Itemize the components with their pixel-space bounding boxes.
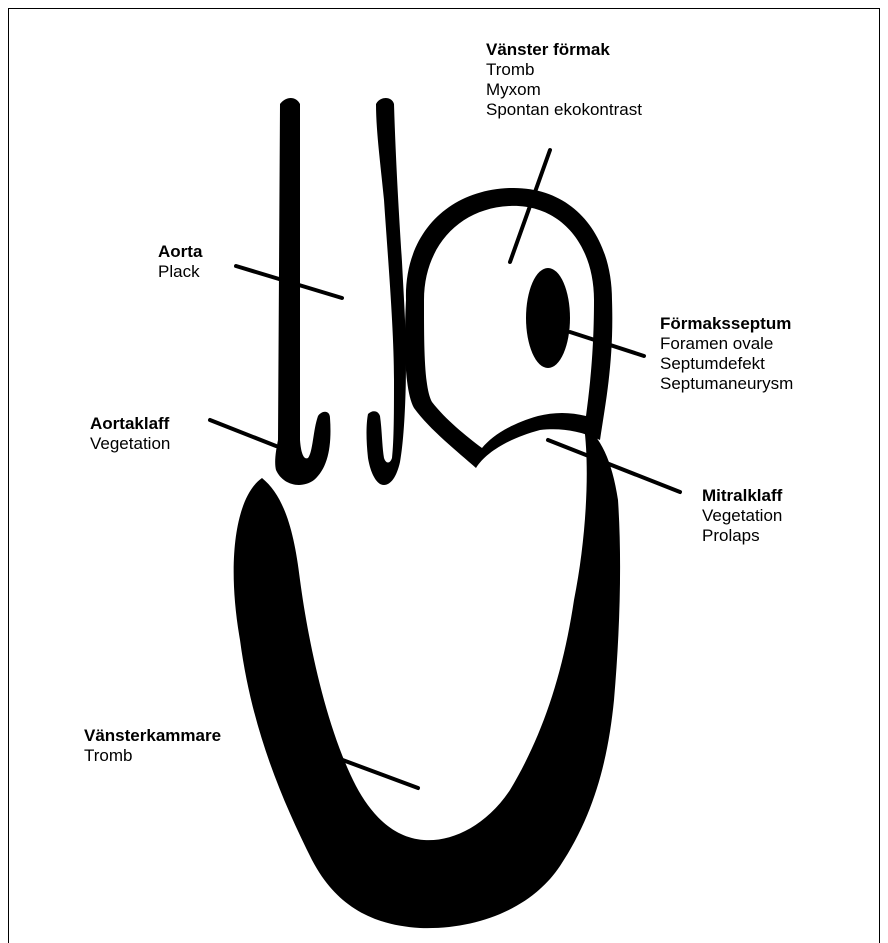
label-mitral-valve-item: Prolaps [702, 526, 782, 546]
left-ventricle-wall [234, 426, 620, 928]
label-left-atrium-item: Myxom [486, 80, 642, 100]
label-aortic-valve-title: Aortaklaff [90, 414, 170, 434]
label-aorta-title: Aorta [158, 242, 202, 262]
pointer-aortic-valve [210, 420, 276, 446]
label-atrial-septum-item: Septumdefekt [660, 354, 793, 374]
label-atrial-septum-item: Septumaneurysm [660, 374, 793, 394]
label-aortic-valve-item: Vegetation [90, 434, 170, 454]
atrial-septum-oval [526, 268, 570, 368]
label-mitral-valve-title: Mitralklaff [702, 486, 782, 506]
label-mitral-valve: Mitralklaff Vegetation Prolaps [702, 486, 782, 546]
label-left-ventricle: Vänsterkammare Tromb [84, 726, 221, 766]
label-atrial-septum: Förmaksseptum Foramen ovale Septumdefekt… [660, 314, 793, 394]
label-left-atrium-item: Spontan ekokontrast [486, 100, 642, 120]
label-left-atrium-title: Vänster förmak [486, 40, 642, 60]
label-left-atrium: Vänster förmak Tromb Myxom Spontan ekoko… [486, 40, 642, 120]
label-atrial-septum-item: Foramen ovale [660, 334, 793, 354]
label-mitral-valve-item: Vegetation [702, 506, 782, 526]
label-left-ventricle-title: Vänsterkammare [84, 726, 221, 746]
left-atrium-wall [405, 188, 612, 468]
label-left-atrium-item: Tromb [486, 60, 642, 80]
aorta-wall-right [367, 98, 407, 485]
label-atrial-septum-title: Förmaksseptum [660, 314, 793, 334]
label-left-ventricle-item: Tromb [84, 746, 221, 766]
label-aorta: Aorta Plack [158, 242, 202, 282]
label-aorta-item: Plack [158, 262, 202, 282]
label-aortic-valve: Aortaklaff Vegetation [90, 414, 170, 454]
